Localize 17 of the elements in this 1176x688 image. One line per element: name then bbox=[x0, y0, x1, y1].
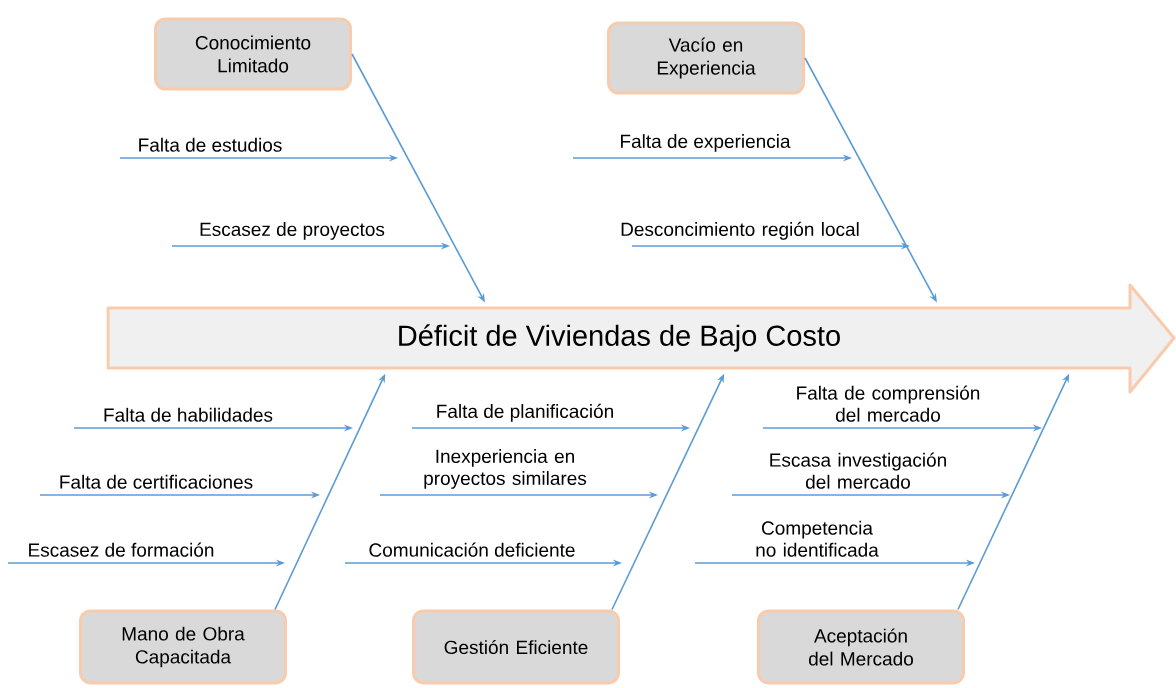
cause-box: Conocimiento Limitado bbox=[154, 17, 352, 91]
cause-label: Falta de planificación bbox=[437, 403, 613, 422]
cause-label: Escasez de proyectos bbox=[200, 222, 385, 240]
cause-label: Falta de experiencia bbox=[621, 134, 791, 152]
cause-label: Comunicación deficiente bbox=[369, 542, 575, 557]
cause-label: Falta de certificaciones bbox=[60, 474, 253, 489]
cause-box: Mano de Obra Capacitada bbox=[79, 609, 287, 685]
cause-label: Falta de estudios bbox=[139, 137, 282, 152]
cause-box: Aceptación del Mercado bbox=[757, 609, 965, 685]
cause-label: Competencia no identificada bbox=[756, 520, 879, 557]
cause-box: Gestión Eficiente bbox=[412, 609, 620, 685]
cause-label: Escasa investigación del mercado bbox=[770, 452, 946, 489]
cause-label: Desconcimiento región local bbox=[621, 221, 859, 240]
cause-label: Inexperiencia en proyectos similares bbox=[424, 449, 587, 489]
cause-label: Escasez de formación bbox=[29, 542, 214, 557]
cause-box: Vacío en Experiencia bbox=[607, 21, 805, 95]
cause-label: Falta de habilidades bbox=[104, 407, 273, 422]
